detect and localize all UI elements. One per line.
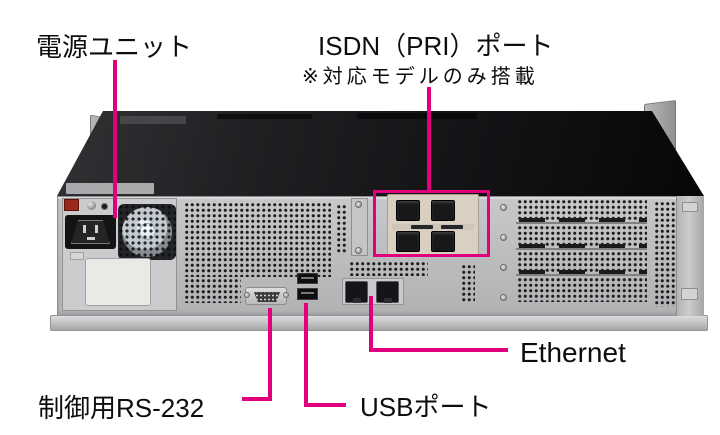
- pci-slot-covers: [516, 198, 647, 308]
- callout-line-usb-v: [304, 303, 308, 407]
- screw: [500, 234, 507, 241]
- isdn-jack-3: [396, 231, 420, 252]
- callout-line-usb-h: [304, 403, 346, 407]
- blank-slot-bracket: [351, 198, 368, 256]
- screw: [355, 247, 362, 254]
- psu-blank-plate: [85, 258, 151, 306]
- db9-screw: [283, 292, 289, 298]
- label-sticker: [66, 183, 154, 194]
- screw: [500, 204, 507, 211]
- ac-power-inlet: [65, 215, 116, 249]
- isdn-slot-opening: [441, 225, 463, 229]
- usb-port-1: [297, 273, 318, 284]
- db9-pin-field: [254, 292, 280, 302]
- callout-line-rs232-h: [242, 397, 272, 401]
- top-vent-slot: [357, 113, 477, 119]
- callout-line-ethernet-v: [369, 296, 373, 352]
- pci-slot-cover-1: [516, 198, 647, 224]
- psu-led: [87, 201, 96, 210]
- label-power-unit: 電源ユニット: [36, 32, 193, 62]
- isdn-jack-2: [431, 200, 455, 221]
- vent-column-right: [653, 200, 678, 307]
- vent-grid-lower-left: [183, 277, 241, 303]
- callout-rect-isdn: [373, 190, 490, 257]
- label-sticker: [120, 116, 186, 124]
- power-switch: [64, 199, 79, 211]
- pci-slot-cover-3: [516, 250, 647, 276]
- latch: [681, 288, 698, 300]
- isdn-slot-opening: [411, 225, 433, 229]
- screw: [500, 294, 507, 301]
- psu-tab: [70, 252, 84, 260]
- usb-port-2: [297, 288, 318, 300]
- vent-grid-main: [183, 201, 331, 277]
- callout-line-power: [113, 60, 117, 218]
- pci-slot-cover-2: [516, 224, 647, 250]
- vent-strip-mid: [335, 203, 346, 253]
- label-isdn-port: ISDN（PRI）ポート: [318, 31, 554, 61]
- ac-pin: [87, 237, 95, 240]
- isdn-card-strip: [392, 224, 474, 230]
- callout-line-isdn: [427, 87, 431, 190]
- label-rs232-control: 制御用RS-232: [38, 393, 205, 423]
- label-isdn-note: ※対応モデルのみ搭載: [302, 66, 539, 88]
- chassis-base-rail: [50, 315, 708, 331]
- screw: [355, 201, 362, 208]
- psu-fan: [118, 204, 176, 260]
- vent-strip-right-of-ethernet: [460, 263, 475, 303]
- latch: [682, 202, 698, 212]
- rs232-db9-connector: [245, 287, 287, 305]
- screw: [500, 264, 507, 271]
- ac-pin: [83, 225, 86, 233]
- pci-slot-cover-4: [516, 276, 647, 302]
- psu-button: [101, 203, 108, 210]
- ac-socket: [71, 220, 110, 244]
- label-ethernet: Ethernet: [520, 337, 626, 368]
- callout-line-rs232-v: [268, 308, 272, 401]
- chassis-top: [57, 111, 704, 196]
- ac-pin: [95, 225, 98, 233]
- isdn-jack-1: [396, 200, 420, 221]
- ethernet-port-2: [376, 281, 399, 303]
- isdn-jack-4: [431, 231, 455, 252]
- top-vent-slot: [217, 114, 312, 119]
- vent-grid-above-ethernet: [348, 260, 428, 276]
- callout-line-ethernet-h: [369, 348, 508, 352]
- db9-screw: [244, 292, 250, 298]
- label-usb-port: USBポート: [360, 392, 492, 422]
- ethernet-port-1: [345, 281, 368, 303]
- fan-grille: [118, 204, 176, 260]
